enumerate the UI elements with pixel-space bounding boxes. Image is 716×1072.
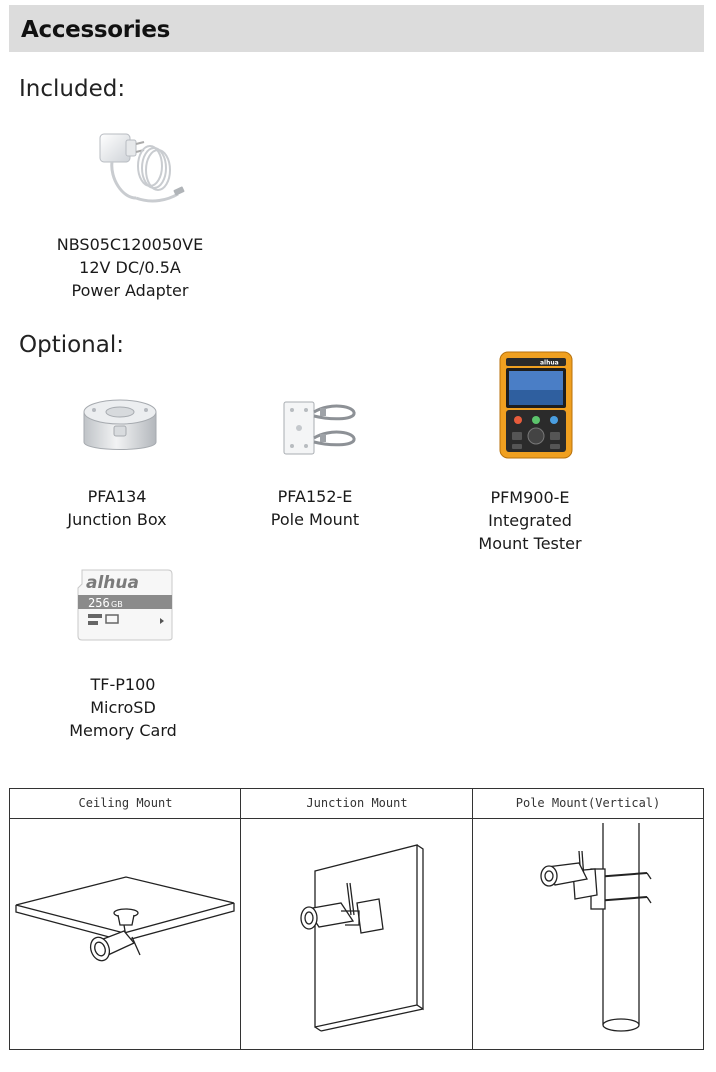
- caption-line: MicroSD: [90, 698, 156, 717]
- mounting-header-pole: Pole Mount(Vertical): [473, 789, 703, 819]
- caption-line: TF-P100: [90, 675, 156, 694]
- caption-line: Mount Tester: [478, 534, 582, 553]
- optional-item-junction-box: PFA134 Junction Box: [40, 485, 194, 531]
- tester-brand-text: alhua: [540, 360, 559, 367]
- mounting-header-ceiling: Ceiling Mount: [10, 789, 241, 819]
- caption-line: PFM900-E: [490, 488, 570, 507]
- mounting-table: Ceiling Mount Junction Mount Pole Mount(…: [9, 788, 704, 1050]
- caption-line: Junction Box: [67, 510, 167, 529]
- caption-line: PFA134: [87, 487, 147, 506]
- sd-capacity-text: 256: [88, 596, 110, 610]
- caption-line: Pole Mount: [270, 510, 360, 529]
- mount-tester-icon: alhua: [499, 351, 573, 459]
- caption-line: Integrated: [488, 511, 572, 530]
- section-title-accessories: Accessories: [21, 17, 171, 43]
- caption-line: NBS05C120050VE: [56, 235, 204, 254]
- sd-unit-text: GB: [111, 600, 123, 609]
- caption-line: Power Adapter: [71, 281, 189, 300]
- ceiling-mount-illustration: [15, 876, 235, 962]
- power-adapter-icon: [99, 133, 185, 203]
- section-header-bar: Accessories: [9, 5, 704, 52]
- pole-mount-vertical-illustration: [540, 823, 652, 1032]
- included-heading: Included:: [19, 76, 126, 102]
- mounting-header-junction: Junction Mount: [241, 789, 473, 819]
- optional-item-microsd: TF-P100 MicroSD Memory Card: [46, 673, 200, 742]
- column-divider: [240, 789, 241, 1049]
- caption-line: Memory Card: [69, 721, 177, 740]
- junction-box-icon: [83, 399, 157, 450]
- pole-mount-icon: [283, 401, 356, 455]
- optional-heading: Optional:: [19, 332, 124, 358]
- column-divider: [472, 789, 473, 1049]
- included-item-power-adapter: NBS05C120050VE 12V DC/0.5A Power Adapter: [40, 233, 220, 302]
- junction-mount-illustration: [300, 844, 424, 1032]
- optional-item-mount-tester: PFM900-E Integrated Mount Tester: [452, 486, 608, 555]
- optional-item-pole-mount: PFA152-E Pole Mount: [238, 485, 392, 531]
- caption-line: 12V DC/0.5A: [79, 258, 181, 277]
- microsd-card-icon: alhua 256 GB: [77, 569, 173, 641]
- caption-line: PFA152-E: [277, 487, 353, 506]
- sd-brand-text: alhua: [86, 573, 139, 593]
